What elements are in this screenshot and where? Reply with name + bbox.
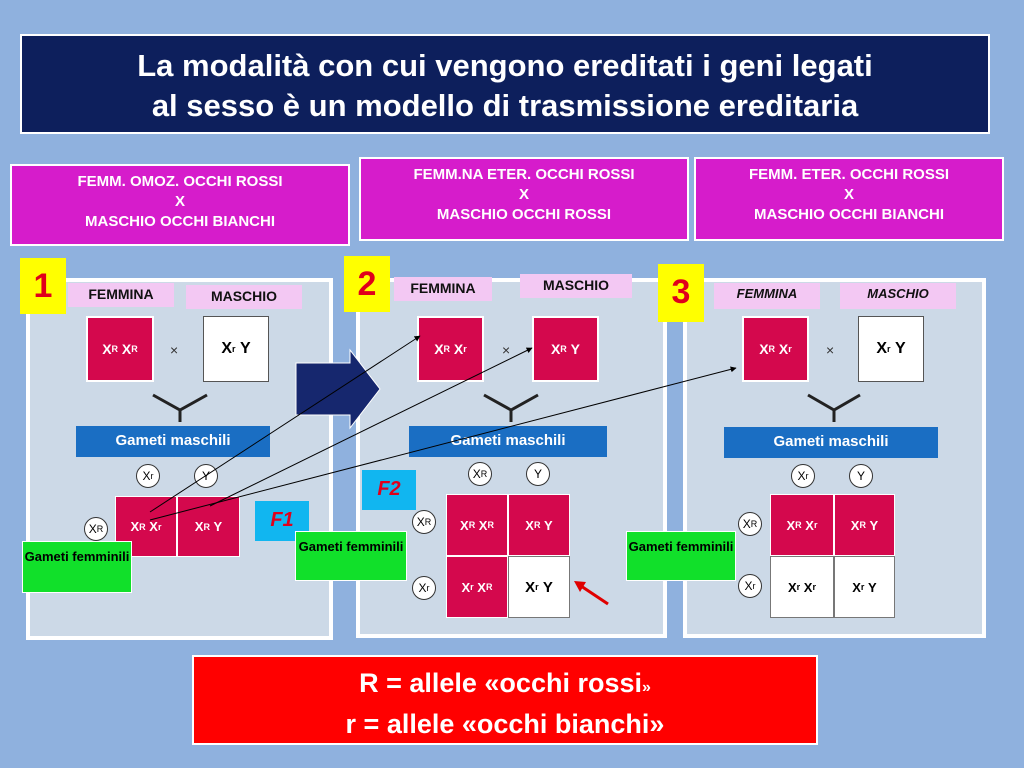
- step-number-1: 1: [20, 258, 66, 314]
- gameti-femminili-2: Gameti femminili: [295, 531, 407, 581]
- cross-3-female: FEMM. ETER. OCCHI ROSSI: [748, 166, 949, 183]
- cross-symbol-3: ×: [826, 342, 835, 358]
- male-label-2: MASCHIO: [520, 274, 632, 298]
- cross-2-x: X: [518, 186, 529, 203]
- cross-3-x: X: [843, 186, 854, 203]
- f1-to-panel3-arrow: [149, 366, 737, 521]
- legend-line-1-end: »: [642, 679, 651, 696]
- cross-symbol-1: ×: [170, 342, 179, 358]
- panel-1: [26, 278, 333, 640]
- f1-female-arrow: [149, 335, 421, 513]
- legend-line-1-main: R = allele «occhi rossi: [359, 668, 642, 698]
- cross-symbol-2: ×: [502, 342, 511, 358]
- female-label-3: FEMMINA: [714, 283, 820, 309]
- y-bracket-icon: [152, 393, 861, 422]
- f1-male-arrow: [209, 347, 533, 507]
- step-number-2: 2: [344, 256, 390, 312]
- female-label-1: FEMMINA: [68, 283, 174, 307]
- cross-description-3: FEMM. ETER. OCCHI ROSSI X MASCHIO OCCHI …: [694, 157, 1004, 241]
- cross-1-female: FEMM. OMOZ. OCCHI ROSSI: [77, 173, 283, 190]
- gameti-femminili-1: Gameti femminili: [22, 541, 132, 593]
- male-gamete-y-3: Y: [849, 464, 873, 488]
- cross-description-2: FEMM.NA ETER. OCCHI ROSSI X MASCHIO OCCH…: [359, 157, 689, 241]
- gameti-femminili-3: Gameti femminili: [626, 531, 736, 581]
- gameti-maschili-3: Gameti maschili: [724, 427, 938, 458]
- generation-label-f2: F2: [362, 470, 416, 510]
- gameti-femminili-1-text: Gameti femminili: [24, 549, 130, 564]
- title-line-2: al sesso è un modello di trasmissione er…: [151, 88, 859, 123]
- cross-description-1: FEMM. OMOZ. OCCHI ROSSI X MASCHIO OCCHI …: [10, 164, 350, 246]
- red-pointer-arrow: [577, 582, 609, 606]
- cross-3-male: MASCHIO OCCHI BIANCHI: [754, 206, 944, 223]
- cross-2-male: MASCHIO OCCHI ROSSI: [436, 206, 612, 223]
- gameti-maschili-1: Gameti maschili: [76, 426, 270, 457]
- male-label-3: MASCHIO: [840, 283, 956, 309]
- female-label-2: FEMMINA: [394, 277, 492, 301]
- title-line-1: La modalità con cui vengono ereditati i …: [137, 48, 873, 83]
- male-label-1: MASCHIO: [186, 285, 302, 309]
- legend-line-1: R = allele «occhi rossi»: [194, 665, 816, 706]
- slide-title: La modalità con cui vengono ereditati i …: [20, 34, 990, 134]
- gameti-femminili-2-text: Gameti femminili: [298, 539, 404, 554]
- allele-legend: R = allele «occhi rossi» r = allele «occ…: [192, 655, 818, 745]
- cross-1-x: X: [174, 193, 185, 210]
- male-gamete-y-2: Y: [526, 462, 550, 486]
- cross-2-female: FEMM.NA ETER. OCCHI ROSSI: [413, 166, 635, 183]
- step-number-3: 3: [658, 264, 704, 322]
- cross-1-male: MASCHIO OCCHI BIANCHI: [85, 213, 275, 230]
- gameti-femminili-3-text: Gameti femminili: [628, 539, 734, 554]
- gameti-maschili-2: Gameti maschili: [409, 426, 607, 457]
- legend-line-2: r = allele «occhi bianchi»: [345, 709, 665, 739]
